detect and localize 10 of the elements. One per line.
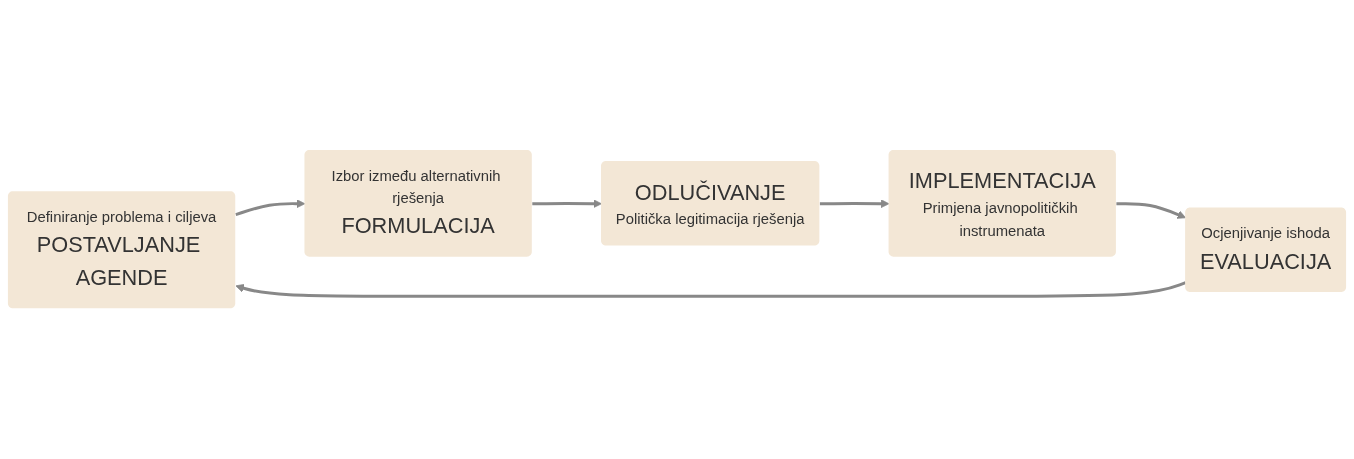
node-box: Definiranje problema i ciljeva POSTAVLJANJE AGENDE: [7, 191, 236, 309]
arrow: [235, 281, 1187, 299]
arrow: [1116, 202, 1186, 220]
node-box: IMPLEMENTACIJA Primjena javnopolitičkih instrumenata: [888, 150, 1116, 258]
arrow: [532, 199, 602, 209]
node-box: Ocjenjivanje ishoda EVALUACIJA: [1185, 207, 1347, 293]
node-box: Izbor između alternativnih rješenja FORMULACIJA: [304, 150, 532, 258]
arrow: [819, 199, 890, 209]
arrow: [235, 199, 306, 217]
node-box: ODLUČIVANJE Politička legitimacija rješenja: [601, 161, 820, 246]
